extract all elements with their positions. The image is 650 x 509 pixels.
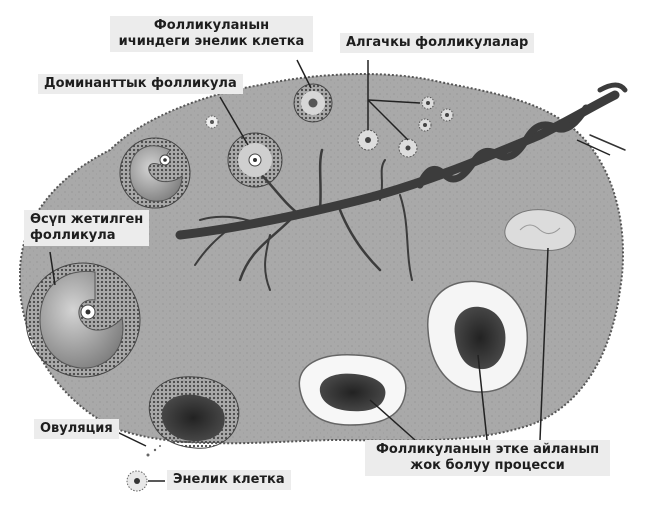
label-oocyte-in-follicle-line2: ичиндеги энелик клетка xyxy=(118,34,305,49)
label-oocyte-in-follicle: Фолликуланын ичиндеги энелик клетка xyxy=(110,16,313,52)
label-dominant-follicle-text: Доминанттык фолликула xyxy=(44,76,237,91)
label-oocyte-in-follicle-line1: Фолликуланын xyxy=(153,18,270,33)
primary-follicles xyxy=(205,96,454,158)
corpus-luteum-lower xyxy=(298,354,407,426)
label-ovulation: Овуляция xyxy=(34,419,119,439)
label-mature-follicle: Өсүп жетилген фолликула xyxy=(24,210,150,246)
label-mature-follicle-line1: Өсүп жетилген xyxy=(30,212,144,227)
follicle-with-oocyte xyxy=(293,83,333,123)
corpus-luteum-large xyxy=(427,280,528,393)
label-follicle-degeneration-line1: Фолликуланын этке айланып xyxy=(375,442,600,457)
label-primary-follicles-text: Алгачкы фолликулалар xyxy=(346,35,529,50)
label-dominant-follicle: Доминанттык фолликула xyxy=(38,74,243,94)
dominant-follicle xyxy=(227,132,283,188)
label-egg-cell: Энелик клетка xyxy=(167,470,291,490)
released-egg xyxy=(126,445,161,492)
corpus-albicans xyxy=(504,209,576,251)
label-primary-follicles: Алгачкы фолликулалар xyxy=(340,33,535,53)
label-mature-follicle-line2: фолликула xyxy=(30,228,116,243)
label-follicle-degeneration: Фолликуланын этке айланып жок болуу проц… xyxy=(365,440,610,476)
label-ovulation-text: Овуляция xyxy=(40,421,113,436)
label-egg-cell-text: Энелик клетка xyxy=(173,472,285,487)
growing-follicle xyxy=(119,137,191,209)
ruptured-follicle xyxy=(148,376,240,449)
blood-vessels xyxy=(175,82,628,291)
mature-follicle xyxy=(25,262,141,378)
label-follicle-degeneration-line2: жок болуу процесси xyxy=(410,458,565,473)
